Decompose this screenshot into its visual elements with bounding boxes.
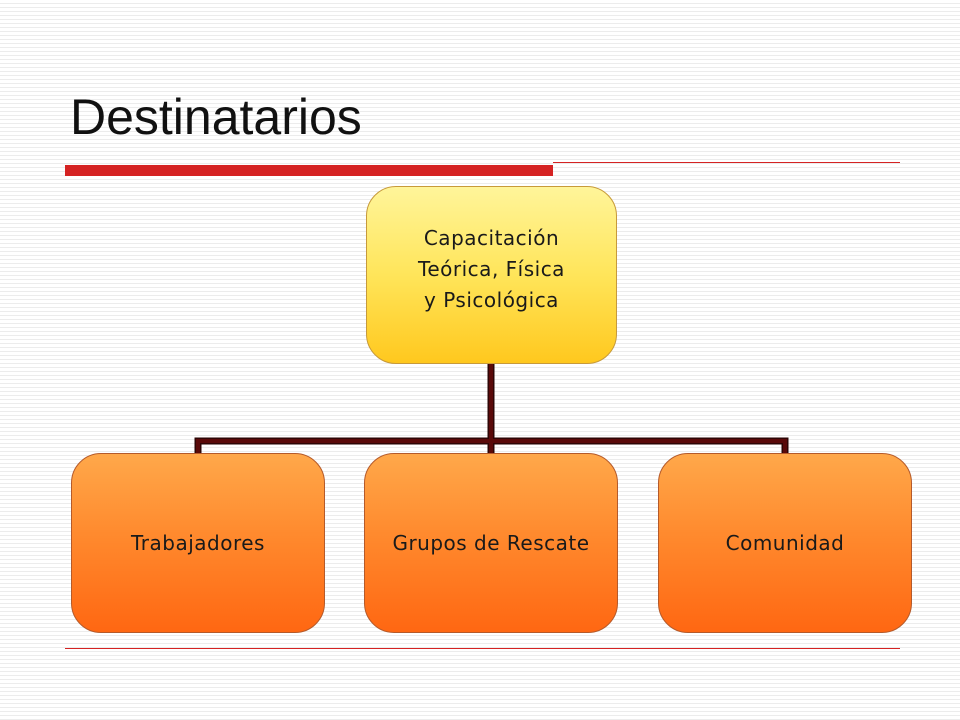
child-node-label: Grupos de Rescate: [392, 531, 590, 555]
child-node-label: Comunidad: [725, 531, 845, 555]
child-node-trabajadores: Trabajadores: [71, 453, 325, 633]
child-node-label: Trabajadores: [131, 531, 265, 555]
slide-title: Destinatarios: [70, 89, 362, 145]
title-underline-thick: [65, 165, 553, 176]
title-underline-thin: [553, 162, 900, 163]
root-line-3: y Psicológica: [424, 287, 559, 312]
root-line-1: Capacitación: [423, 225, 560, 250]
root-line-2: Teórica, Física: [418, 256, 565, 281]
root-node-label: Capacitación Teórica, Física y Psicológi…: [418, 223, 565, 316]
footer-divider: [65, 648, 900, 649]
child-node-grupos-de-rescate: Grupos de Rescate: [364, 453, 618, 633]
root-node-capacitacion: Capacitación Teórica, Física y Psicológi…: [366, 186, 617, 364]
child-node-comunidad: Comunidad: [658, 453, 912, 633]
